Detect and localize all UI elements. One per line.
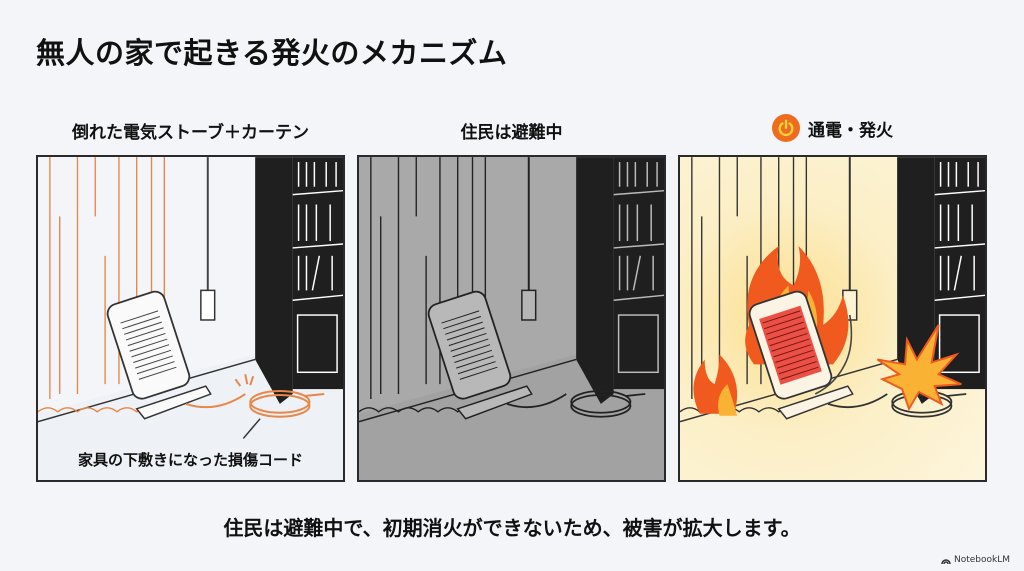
power-icon	[772, 114, 800, 142]
panel-2-caption-text: 住民は避難中	[460, 123, 563, 143]
panel-3-caption: 通電・発火	[678, 114, 987, 142]
damaged-cord-icon	[185, 374, 325, 418]
brand-label: NotebookLM	[953, 555, 1010, 565]
panel-1-caption: 倒れた電気ストーブ＋カーテン	[36, 118, 345, 143]
damaged-cord-label: 家具の下敷きになった損傷コード	[77, 451, 303, 469]
heater-icon	[106, 290, 191, 400]
heater-icon	[748, 290, 833, 400]
scene-2	[359, 157, 664, 480]
panel-3-caption-text: 通電・発火	[808, 120, 893, 141]
scene-1	[38, 157, 343, 480]
curtain-icon	[38, 157, 166, 413]
panel-2-illustration	[357, 155, 666, 482]
summary-text: 住民は避難中で、初期消火ができないため、被害が拡大します。	[223, 516, 801, 540]
notebooklm-logo-icon	[941, 559, 951, 564]
panel-3-illustration	[678, 155, 987, 482]
scene-3	[680, 157, 985, 423]
curtain-icon	[359, 157, 487, 413]
panel-1-illustration: 家具の下敷きになった損傷コード	[36, 155, 345, 482]
spark-icon	[876, 324, 962, 412]
heater-icon	[427, 290, 512, 400]
cord-icon	[827, 390, 967, 418]
page-title: 無人の家で起きる発火のメカニズム	[36, 36, 508, 70]
cord-icon	[506, 390, 646, 418]
panel-2-caption: 住民は避難中	[357, 118, 666, 143]
panel-1-caption-text: 倒れた電気ストーブ＋カーテン	[72, 123, 309, 143]
brand-watermark: NotebookLM	[941, 555, 1010, 565]
